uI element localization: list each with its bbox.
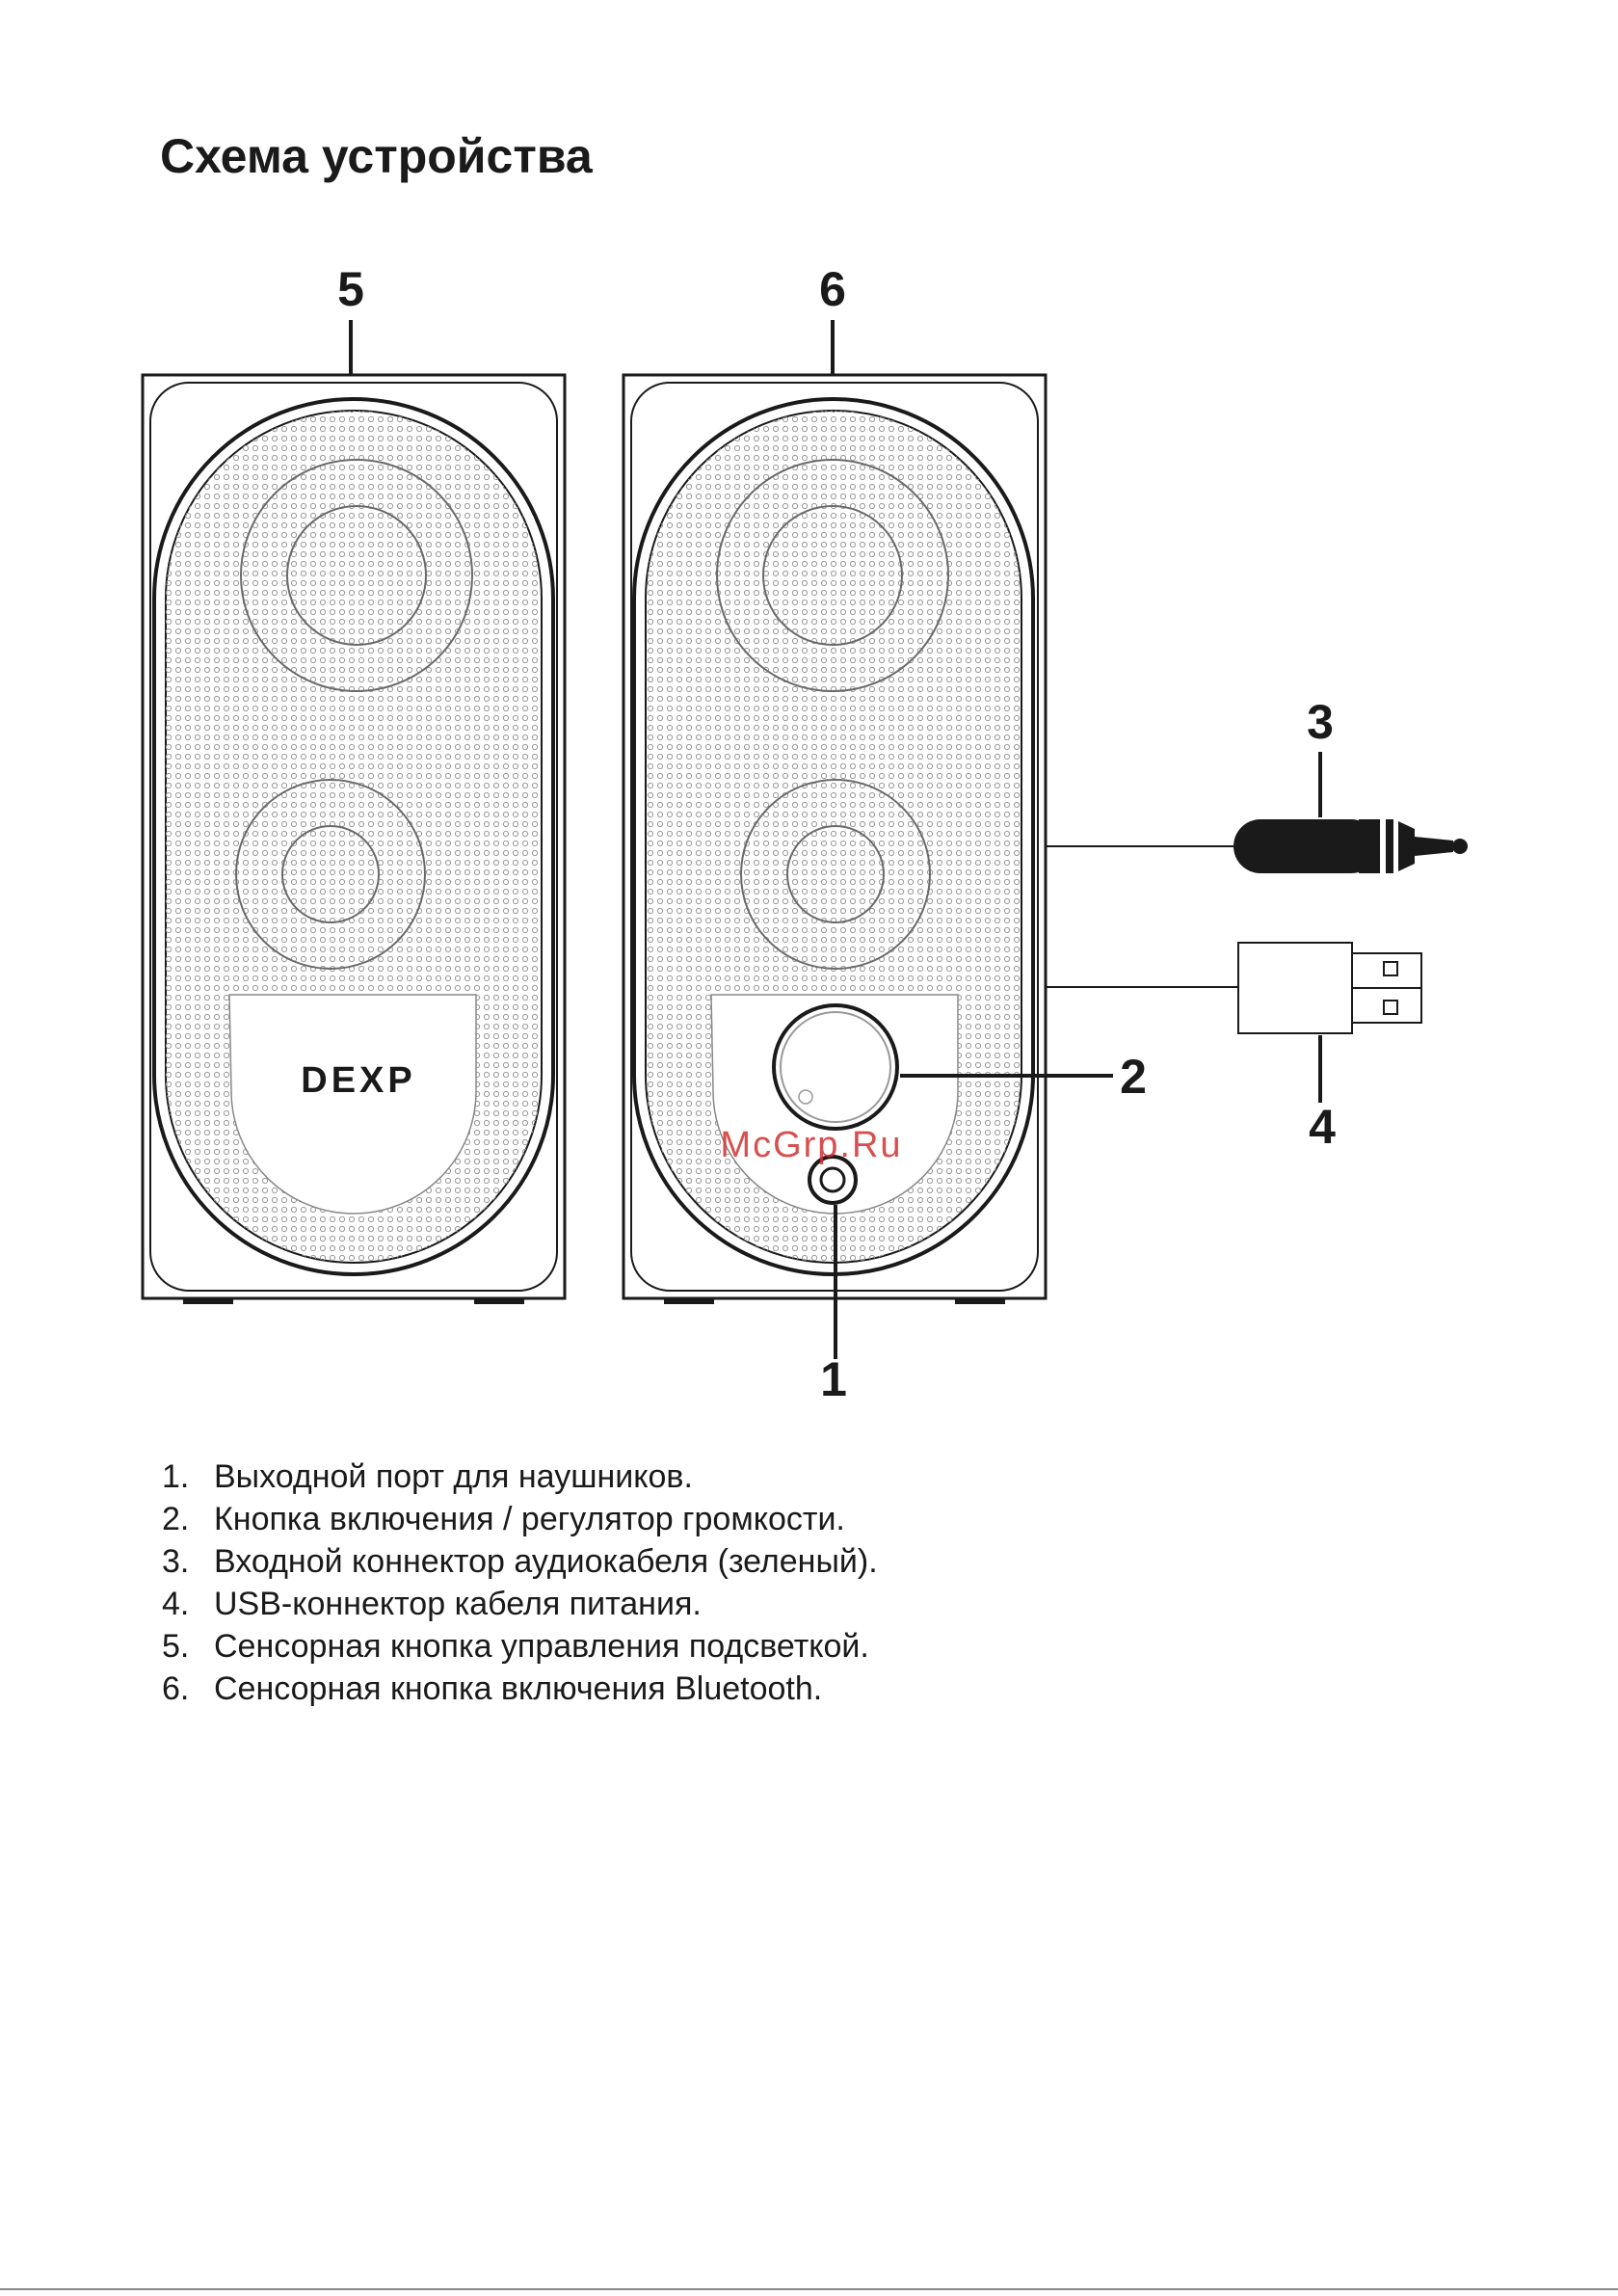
callout-3: 3 bbox=[1307, 695, 1334, 749]
legend-item: 1. Выходной порт для наушников. bbox=[162, 1455, 878, 1498]
callout-6: 6 bbox=[819, 262, 846, 316]
dexp-logo-icon: DEXP bbox=[301, 1060, 415, 1101]
watermark: McGrp.Ru bbox=[720, 1125, 902, 1165]
legend-text: Сенсорная кнопка включения Bluetooth. bbox=[214, 1668, 822, 1710]
legend-text: Входной коннектор аудиокабеля (зеленый). bbox=[214, 1540, 878, 1583]
legend-item: 5. Сенсорная кнопка управления подсветко… bbox=[162, 1625, 878, 1668]
legend-item: 3. Входной коннектор аудиокабеля (зелены… bbox=[162, 1540, 878, 1583]
legend-number: 3. bbox=[162, 1540, 214, 1583]
callout-4: 4 bbox=[1309, 1100, 1336, 1154]
legend-number: 4. bbox=[162, 1583, 214, 1625]
callout-1: 1 bbox=[820, 1352, 847, 1406]
usb-connector-icon bbox=[1046, 943, 1421, 1033]
legend-number: 2. bbox=[162, 1498, 214, 1540]
speaker-diagram: DEXP bbox=[0, 0, 1618, 1427]
legend-text: Кнопка включения / регулятор громкости. bbox=[214, 1498, 845, 1540]
audio-jack-connector-icon bbox=[1046, 819, 1468, 873]
legend-item: 4. USB-коннектор кабеля питания. bbox=[162, 1583, 878, 1625]
legend-text: USB-коннектор кабеля питания. bbox=[214, 1583, 702, 1625]
legend-number: 6. bbox=[162, 1668, 214, 1710]
legend-number: 5. bbox=[162, 1625, 214, 1668]
legend-text: Выходной порт для наушников. bbox=[214, 1455, 693, 1498]
legend-item: 6. Сенсорная кнопка включения Bluetooth. bbox=[162, 1668, 878, 1710]
left-speaker bbox=[143, 375, 565, 1304]
volume-knob-icon bbox=[774, 1005, 897, 1129]
legend-list: 1. Выходной порт для наушников. 2. Кнопк… bbox=[162, 1455, 878, 1710]
legend-item: 2. Кнопка включения / регулятор громкост… bbox=[162, 1498, 878, 1540]
callout-5: 5 bbox=[337, 262, 364, 316]
callout-2: 2 bbox=[1120, 1050, 1147, 1104]
page-bottom-divider bbox=[0, 2288, 1618, 2290]
legend-text: Сенсорная кнопка управления подсветкой. bbox=[214, 1625, 869, 1668]
legend-number: 1. bbox=[162, 1455, 214, 1498]
